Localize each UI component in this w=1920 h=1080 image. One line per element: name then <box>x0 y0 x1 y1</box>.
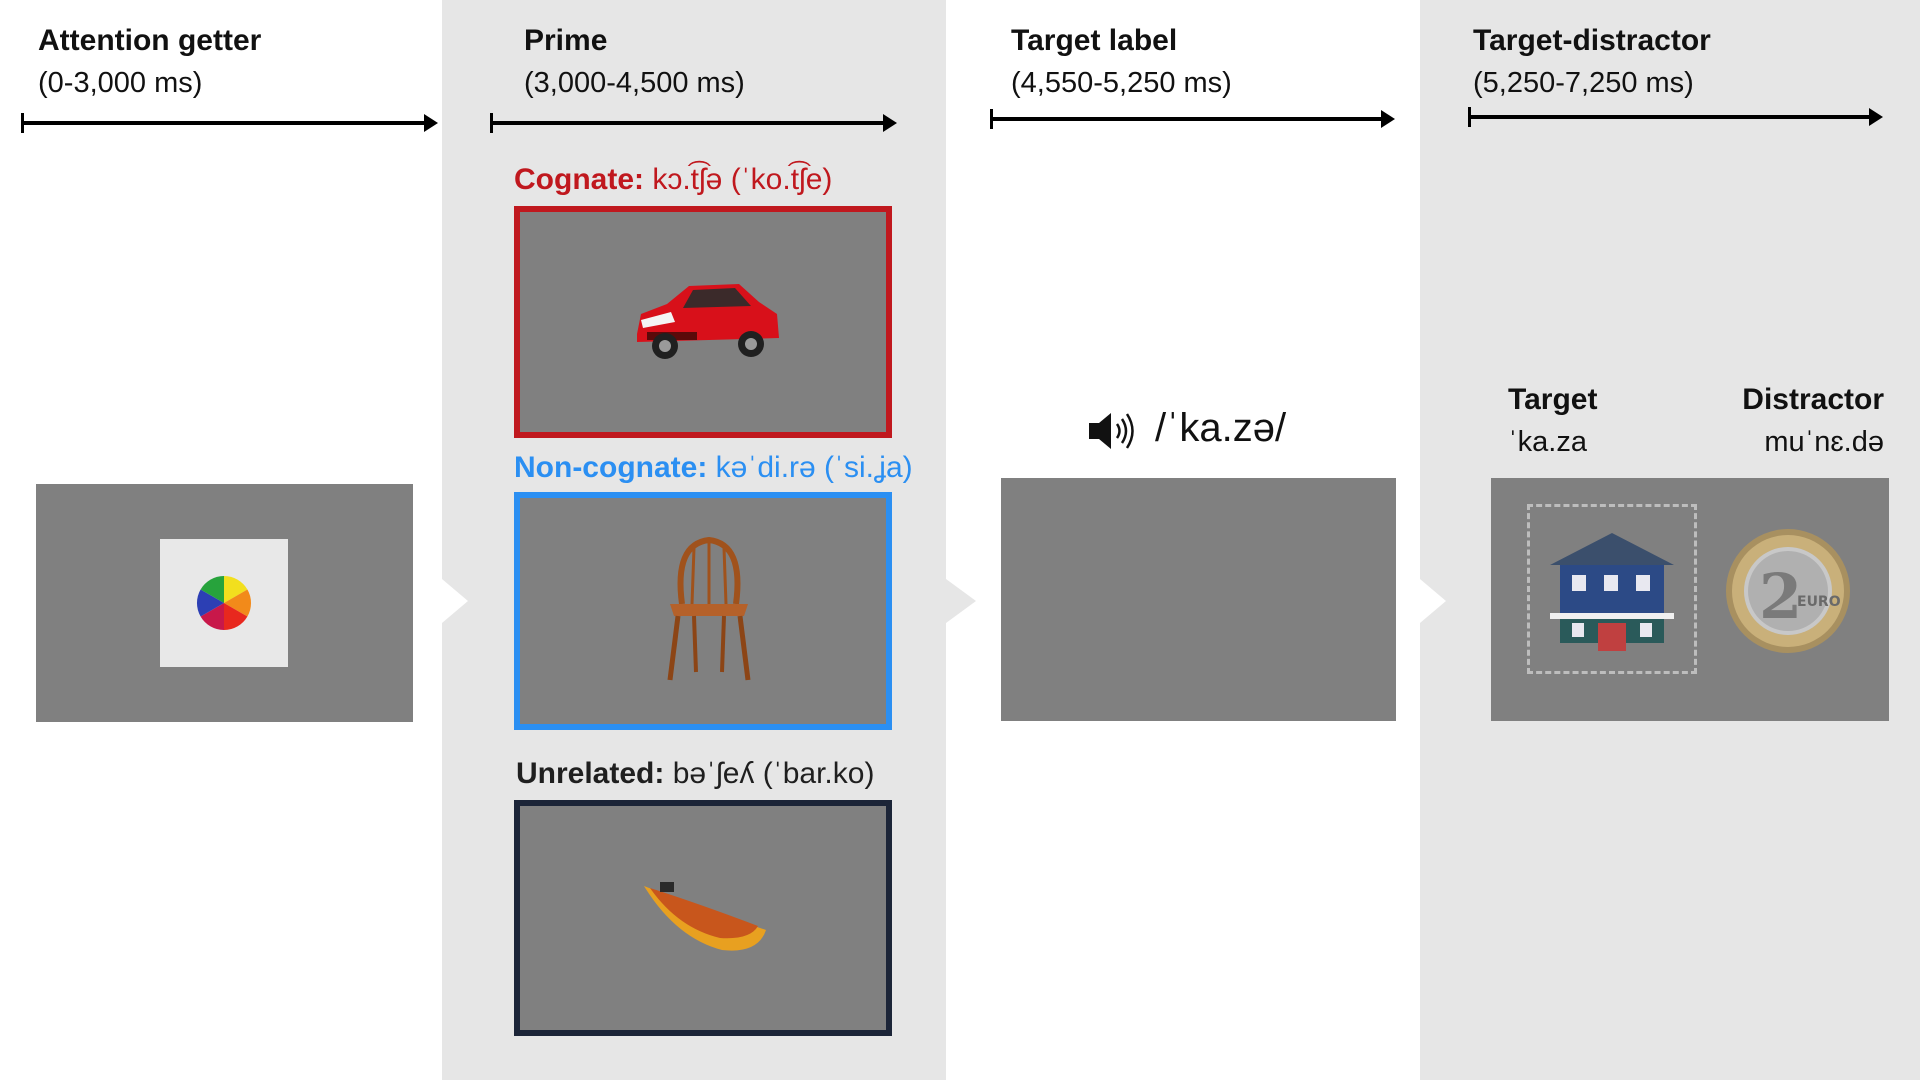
target-word: ˈka.za <box>1508 426 1587 458</box>
attention-getter-card <box>160 539 288 667</box>
chevron-right-icon <box>442 579 468 623</box>
target-distractor-screen: 2 EURO <box>1491 478 1889 721</box>
phase-time-attention: (0-3,000 ms) <box>38 67 203 99</box>
attention-getter-screen <box>36 484 413 722</box>
chevron-right-icon <box>1420 579 1446 623</box>
noncognate-label-ipa: kəˈdi.rə (ˈsi.ʝa) <box>715 451 913 484</box>
two-euro-coin-icon: 2 EURO <box>1726 529 1850 653</box>
phase-title-target-label: Target label <box>1011 24 1178 57</box>
cognate-image-box <box>514 206 892 438</box>
phase-time-target-label: (4,550-5,250 ms) <box>1011 67 1232 99</box>
color-wheel-icon <box>196 576 252 630</box>
target-highlight-box <box>1527 504 1697 674</box>
unrelated-label-title: Unrelated: <box>516 757 665 790</box>
speaker-icon <box>1089 413 1134 449</box>
cognate-label-title: Cognate: <box>514 163 644 196</box>
distractor-word: muˈnɛ.də <box>1764 426 1884 458</box>
red-car-icon <box>637 284 779 359</box>
timeline-arrow <box>1468 107 1883 127</box>
timeline-arrow <box>990 109 1395 129</box>
phase-time-target-distractor: (5,250-7,250 ms) <box>1473 67 1694 99</box>
phase-title-prime: Prime <box>524 24 608 57</box>
wooden-chair-icon <box>667 536 751 681</box>
target-label-word: /ˈka.zə/ <box>1155 406 1287 450</box>
cognate-label: Cognate: kɔ.t͡ʃə (ˈko.t͡ʃe) <box>514 163 832 197</box>
svg-text:2: 2 <box>1759 560 1802 633</box>
phase-time-prime: (3,000-4,500 ms) <box>524 67 745 99</box>
target-label-screen <box>1001 478 1396 721</box>
distractor-title: Distractor <box>1742 383 1884 416</box>
unrelated-label-ipa: bəˈʃeʎ (ˈbar.ko) <box>672 757 875 790</box>
phase-title-target-distractor: Target-distractor <box>1473 24 1711 57</box>
noncognate-label-title: Non-cognate: <box>514 451 708 484</box>
chevron-right-icon <box>946 579 976 623</box>
phase-title-attention: Attention getter <box>38 24 262 57</box>
rowboat-icon <box>644 882 766 951</box>
noncognate-label: Non-cognate: kəˈdi.rə (ˈsi.ʝa) <box>514 451 913 485</box>
noncognate-image-box <box>514 492 892 730</box>
cognate-label-ipa: kɔ.t͡ʃə (ˈko.t͡ʃe) <box>652 163 833 196</box>
svg-text:EURO: EURO <box>1797 594 1841 610</box>
unrelated-image-box <box>514 800 892 1036</box>
timeline-arrow <box>490 113 897 133</box>
unrelated-label: Unrelated: bəˈʃeʎ (ˈbar.ko) <box>516 757 874 791</box>
timeline-arrow <box>21 113 438 133</box>
house-icon <box>1550 533 1674 651</box>
target-title: Target <box>1508 383 1598 416</box>
